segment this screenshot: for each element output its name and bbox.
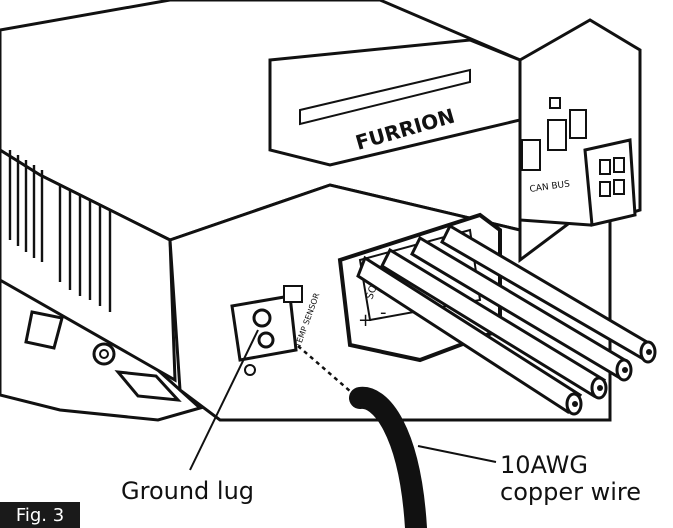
flange-slot-right bbox=[114, 370, 182, 402]
copper-wire-type: copper wire bbox=[500, 477, 642, 506]
port-connectors bbox=[521, 97, 587, 171]
ground-symbol-icon bbox=[244, 364, 256, 376]
plus-sign: + bbox=[358, 310, 373, 331]
can-bus-pins bbox=[599, 157, 625, 197]
ground-lug-screw bbox=[252, 308, 272, 328]
ground-lug-block bbox=[230, 294, 298, 362]
copper-wire-gauge: 10AWG bbox=[500, 451, 588, 479]
ground-lug-leader bbox=[189, 329, 259, 471]
flange-slot-left bbox=[24, 310, 64, 350]
ground-lug-label: Ground lug bbox=[121, 477, 255, 505]
cable-ends bbox=[565, 340, 657, 416]
housing-side bbox=[0, 148, 177, 383]
copper-wire-leader bbox=[417, 445, 497, 463]
sensor-port bbox=[283, 285, 303, 303]
minus-sign: - bbox=[380, 302, 387, 323]
cable-cores bbox=[572, 349, 652, 407]
cooling-fins bbox=[8, 150, 112, 312]
ground-lug-hole bbox=[257, 331, 275, 349]
copper-wire-label: 10AWG copper wire bbox=[500, 452, 641, 506]
ground-wire bbox=[349, 386, 427, 528]
ground-wire-path-dotted bbox=[297, 345, 359, 399]
top-recess bbox=[299, 68, 471, 126]
figure-label-badge: Fig. 3 bbox=[0, 502, 80, 528]
flange-screw-hole-inner bbox=[99, 349, 109, 359]
